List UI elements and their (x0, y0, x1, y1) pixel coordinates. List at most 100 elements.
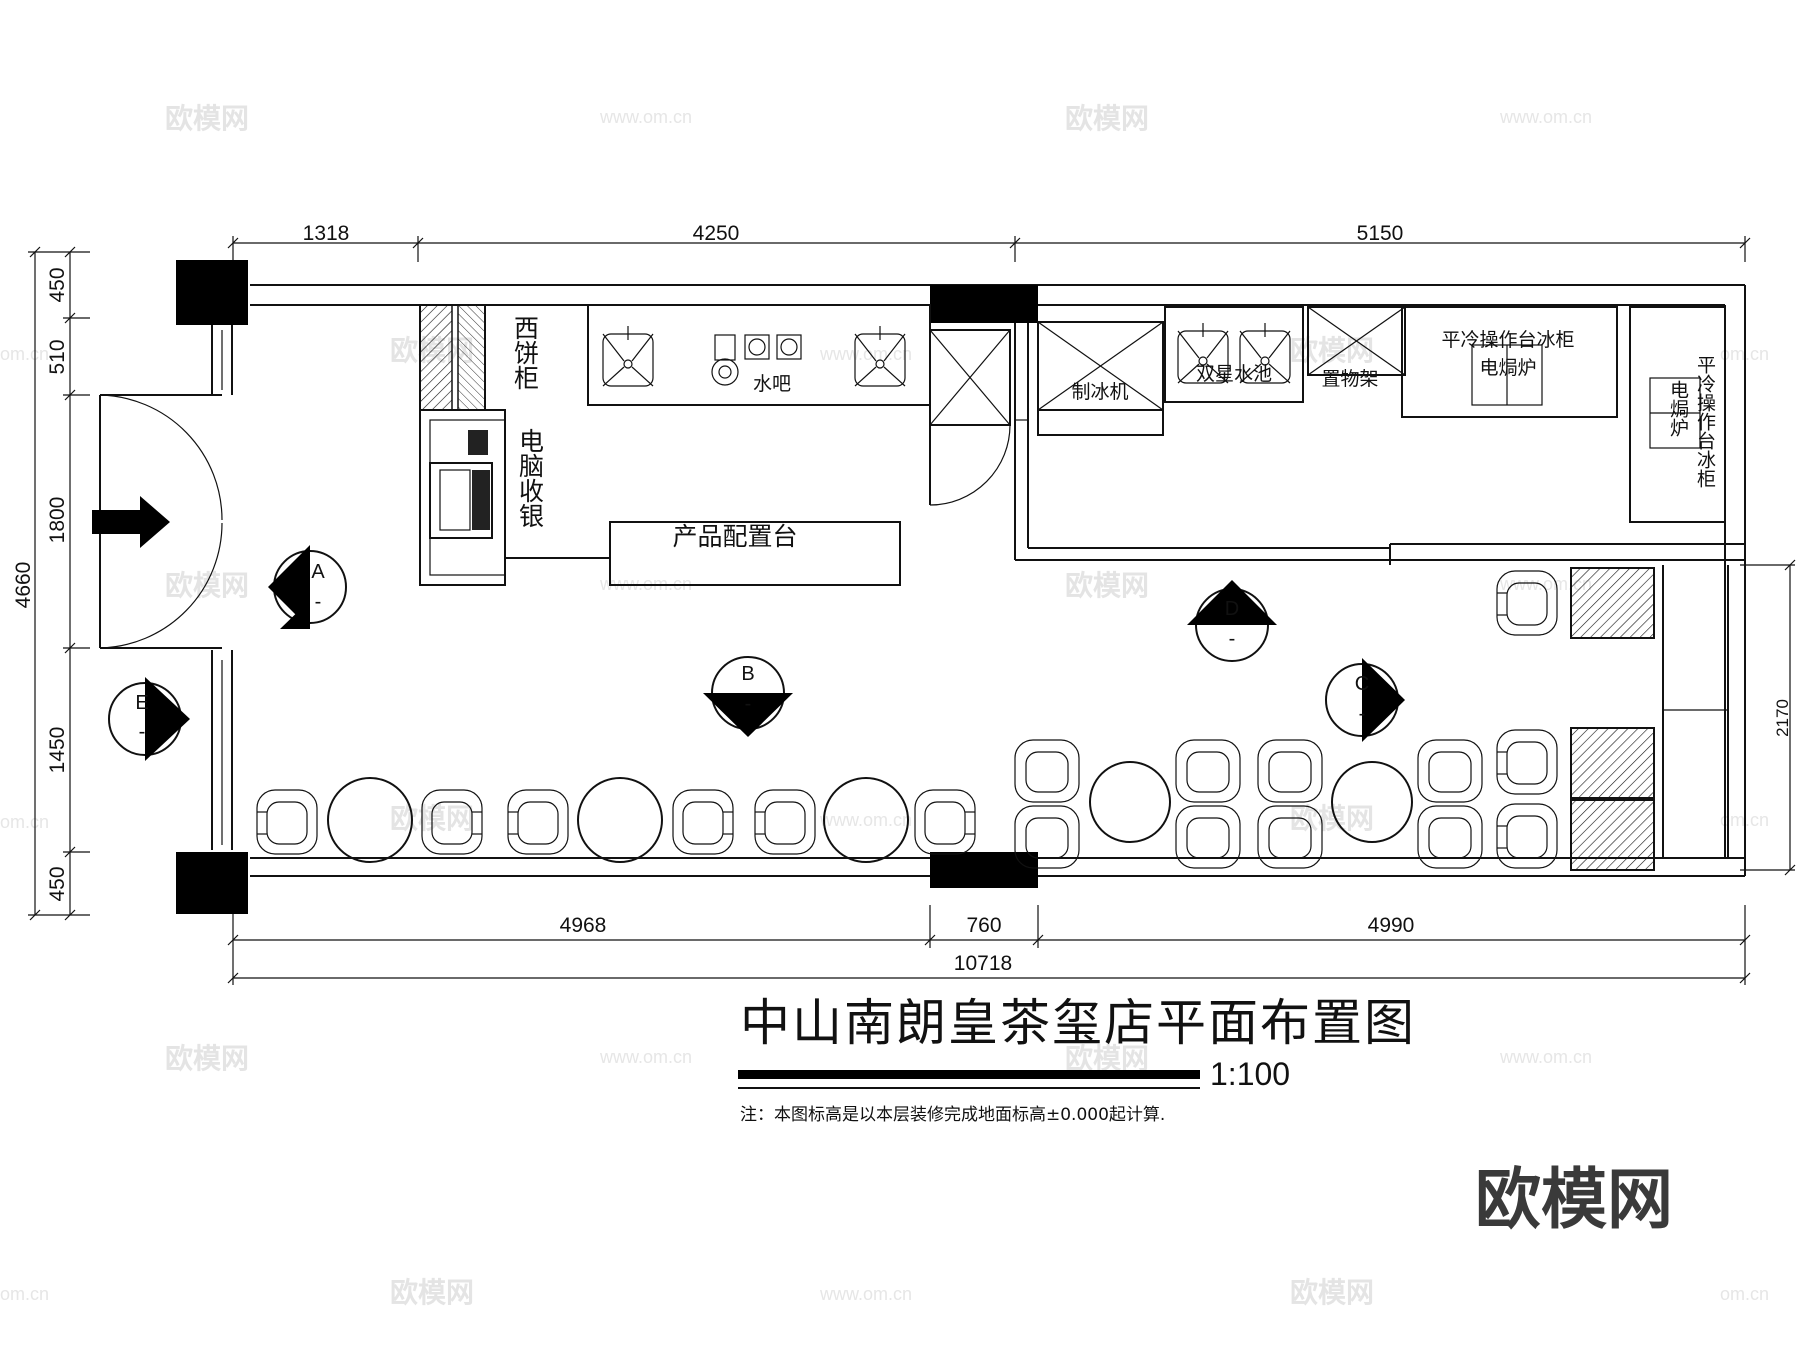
bottom-dimensions: 4968 760 4990 10718 (227, 905, 1751, 985)
watermark-brand: 欧模网 (1065, 1042, 1149, 1075)
drawing-scale: 1:100 (1210, 1056, 1290, 1092)
dim-left-total: 4660 (12, 562, 35, 609)
front-counter: 西饼柜 电脑收银 产品配置台 (419, 304, 901, 586)
watermark-brand: 欧模网 (1065, 569, 1149, 602)
svg-text:-: - (315, 591, 322, 613)
label-double-sink: 双星水池 (1196, 363, 1272, 385)
column (930, 285, 1038, 323)
chair (1175, 739, 1241, 803)
drawing-note: 注：本图标高是以本层装修完成地面标高±0.000起计算. (740, 1105, 1165, 1125)
walls (176, 260, 1746, 914)
label-ice-machine: 制冰机 (1071, 381, 1128, 403)
watermark-site: www.om.cn (599, 107, 692, 127)
dim-bottom-2: 760 (966, 914, 1001, 937)
dim-left-3: 1800 (46, 497, 69, 544)
svg-text:E: E (135, 692, 148, 714)
top-dimensions: 1318 4250 5150 (227, 222, 1751, 262)
watermark-brand: 欧模网 (1290, 334, 1374, 367)
watermark-brand: 欧模网 (1065, 102, 1149, 135)
column (176, 852, 248, 914)
label-fridge-counter-top: 平冷操作台冰柜 (1441, 329, 1574, 351)
chair (507, 789, 569, 855)
table (1570, 727, 1655, 799)
booth-seating (1496, 565, 1729, 871)
watermark-brand: 欧模网 (1290, 1276, 1374, 1309)
label-stove-side: 电焗炉 (1667, 380, 1689, 437)
chair (1257, 739, 1323, 803)
chair (1014, 739, 1080, 803)
label-water-bar: 水吧 (753, 373, 791, 395)
svg-text:A: A (311, 561, 325, 583)
elevation-marker-c: C - (1325, 658, 1405, 742)
elevation-marker-e: E - (108, 677, 190, 761)
kitchen-door (929, 329, 1011, 506)
watermark-site: www.om.cn (819, 1284, 912, 1304)
watermark-brand: 欧模网 (165, 569, 249, 602)
watermark-brand: 欧模网 (165, 1042, 249, 1075)
watermark-site: om.cn (1720, 1284, 1769, 1304)
entrance-arrow-icon (92, 496, 170, 548)
chair (1496, 729, 1558, 795)
dim-left-5: 450 (46, 866, 69, 901)
fridge-counter-top: 平冷操作台冰柜 电焗炉 (1401, 306, 1618, 418)
watermark-site: om.cn (0, 344, 49, 364)
svg-text:-: - (745, 693, 752, 715)
dim-bottom-3: 4990 (1368, 914, 1415, 937)
drawing-title: 中山南朗皇茶玺店平面布置图 (740, 994, 1416, 1052)
watermark-site: om.cn (0, 812, 49, 832)
column (930, 852, 1038, 888)
dim-left-4: 1450 (46, 727, 69, 774)
watermark-layer: 欧模网 www.om.cn 欧模网 www.om.cn om.cn 欧模网 ww… (0, 102, 1769, 1309)
svg-text:B: B (741, 663, 754, 685)
watermark-site: www.om.cn (1499, 107, 1592, 127)
storage-shelf: 置物架 (1307, 306, 1406, 390)
column (176, 260, 248, 325)
dim-bottom-total: 10718 (954, 952, 1012, 975)
watermark-site: www.om.cn (819, 810, 912, 830)
watermark-site: www.om.cn (819, 344, 912, 364)
watermark-site: www.om.cn (1499, 1047, 1592, 1067)
dim-right: 2170 (1773, 699, 1792, 737)
svg-text:-: - (1359, 703, 1366, 725)
dim-top-2: 4250 (693, 222, 740, 245)
dim-bottom-1: 4968 (560, 914, 607, 937)
label-product-table: 产品配置台 (672, 522, 797, 551)
watermark-site: www.om.cn (599, 1047, 692, 1067)
watermark-site: om.cn (0, 1284, 49, 1304)
chair (1417, 739, 1483, 803)
svg-text:-: - (1229, 628, 1236, 650)
label-shelf: 置物架 (1321, 368, 1378, 390)
label-fridge-counter-side: 平冷操作台冰柜 (1694, 355, 1716, 488)
label-cashier: 电脑收银 (516, 428, 545, 528)
svg-text:D: D (1225, 598, 1239, 620)
watermark-site: www.om.cn (1499, 574, 1592, 594)
dim-left-2: 510 (46, 339, 69, 374)
ice-machine: 制冰机 (1037, 321, 1164, 436)
chair (672, 789, 734, 855)
title-block: 中山南朗皇茶玺店平面布置图 1:100 注：本图标高是以本层装修完成地面标高±0… (738, 994, 1416, 1125)
chair (256, 789, 318, 855)
chair (754, 789, 816, 855)
svg-text:-: - (139, 721, 146, 743)
left-dimensions: 4660 450 510 1800 1450 450 (12, 246, 90, 921)
brand-logo: 欧模网 (1475, 1161, 1673, 1238)
right-dimension: 2170 (1740, 559, 1796, 876)
entrance-doors (92, 394, 223, 649)
watermark-brand: 欧模网 (390, 1276, 474, 1309)
elevation-marker-d: D - (1187, 580, 1277, 662)
dim-top-1: 1318 (303, 222, 350, 245)
dining-tables (256, 739, 1483, 869)
title-underline (738, 1070, 1200, 1079)
label-pastry-cabinet: 西饼柜 (511, 315, 540, 390)
double-sink: 双星水池 (1164, 306, 1304, 403)
dim-top-3: 5150 (1357, 222, 1404, 245)
svg-text:C: C (1355, 673, 1369, 695)
label-stove-top: 电焗炉 (1479, 357, 1536, 379)
table (1570, 799, 1655, 871)
fridge-counter-side: 平冷操作台冰柜 电焗炉 (1629, 306, 1726, 523)
elevation-marker-a: A - (268, 545, 347, 629)
chair (914, 789, 976, 855)
elevation-marker-b: B - (703, 656, 793, 737)
table (1570, 567, 1655, 639)
